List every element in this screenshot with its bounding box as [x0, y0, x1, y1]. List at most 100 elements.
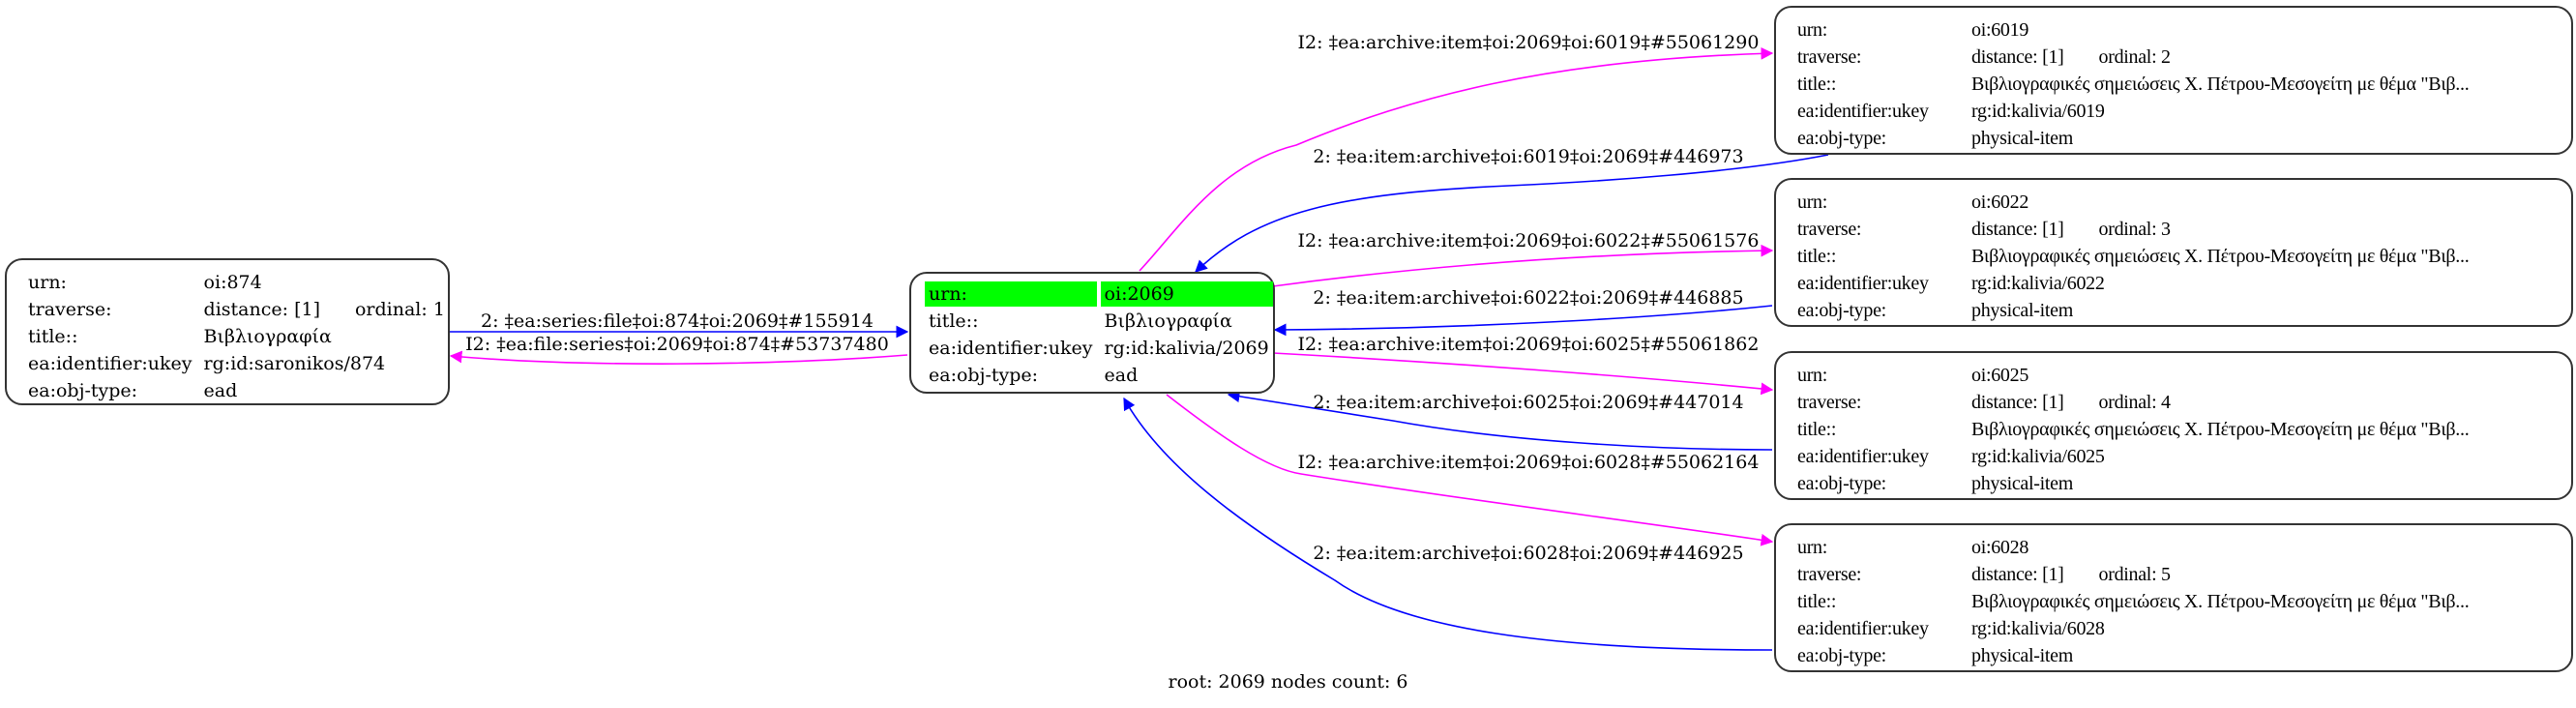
attr-value: Βιβλιογραφικές σημειώσεις Χ. Πέτρου-Μεσο…: [1971, 74, 2470, 95]
attr-key: urn:: [28, 272, 67, 293]
attr-key: title::: [1797, 419, 1837, 440]
attr-ukey: ea:identifier:ukey rg:id:kalivia/6025: [1793, 444, 2472, 469]
attr-key: traverse:: [1797, 564, 1862, 585]
attr-traverse: traverse: distance: [1] ordinal: 3: [1793, 217, 2472, 242]
edge-label: 2: ‡ea:series:file‡oi:874‡oi:2069‡#15591…: [481, 310, 873, 332]
edge-6025-to-root[interactable]: [1227, 390, 1773, 451]
attr-value: rg:id:kalivia/6022: [1971, 273, 2105, 294]
attr-key: title::: [28, 326, 78, 347]
edge-label: I2: ‡ea:archive:item‡oi:2069‡oi:6025‡#55…: [1298, 334, 1760, 355]
attr-obj-type: ea:obj-type:physical-item: [1793, 643, 2472, 668]
attr-key: ea:identifier:ukey: [929, 338, 1093, 359]
attr-key: traverse:: [1797, 219, 1862, 240]
attr-value: distance: [1]ordinal: 1: [200, 297, 449, 322]
attr-key: traverse:: [28, 299, 112, 320]
ordinal: ordinal: 3: [2098, 219, 2172, 240]
distance: distance: [1]: [203, 299, 320, 320]
edge-6019-to-root[interactable]: [1195, 154, 1829, 273]
attr-urn: urn:oi:6025: [1793, 363, 2472, 388]
attr-key: urn:: [1797, 365, 1828, 386]
attr-urn: urn:oi:6028: [1793, 535, 2472, 560]
attr-value: distance: [1] ordinal: 3: [1968, 217, 2472, 242]
attr-ukey: ea:identifier:ukey rg:id:kalivia/6028: [1793, 616, 2472, 641]
edge-label: I2: ‡ea:archive:item‡oi:2069‡oi:6028‡#55…: [1298, 452, 1760, 473]
node-attributes: urn: oi:6019 traverse:distance: [1]ordina…: [1790, 15, 2476, 153]
node-root-oi-2069[interactable]: urn:oi:2069 title::Βιβλιογραφία ea:ident…: [909, 272, 1275, 394]
attr-urn: urn: oi:6022: [1793, 190, 2472, 215]
distance: distance: [1]: [1971, 219, 2064, 240]
attr-value: ead: [1104, 365, 1139, 386]
edge-6022-to-root[interactable]: [1273, 305, 1773, 337]
attr-title: title::Βιβλιογραφία: [925, 309, 1273, 334]
attr-value: Βιβλιογραφία: [1104, 310, 1232, 332]
attr-traverse: traverse: distance: [1]ordinal: 5: [1793, 562, 2472, 587]
attr-value: distance: [1]ordinal: 4: [1968, 390, 2472, 415]
attr-value: oi:874: [203, 272, 262, 293]
attr-key: ea:identifier:ukey: [1797, 446, 1929, 467]
edge-label: I2: ‡ea:archive:item‡oi:2069‡oi:6019‡#55…: [1298, 32, 1760, 53]
node-attributes: urn:oi:6025 traverse:distance: [1]ordina…: [1790, 361, 2476, 498]
attr-key: urn:: [1797, 537, 1828, 558]
node-oi-874[interactable]: urn: oi:874 traverse: distance: [1]ordinal…: [5, 258, 450, 405]
attr-value: Βιβλιογραφικές σημειώσεις Χ. Πέτρου-Μεσο…: [1971, 246, 2470, 267]
attr-key: ea:obj-type:: [1797, 473, 1886, 494]
attr-title: title::Βιβλιογραφικές σημειώσεις Χ. Πέτρ…: [1793, 589, 2472, 614]
node-oi-6025[interactable]: urn:oi:6025 traverse:distance: [1]ordina…: [1774, 351, 2573, 500]
node-oi-6028[interactable]: urn:oi:6028 traverse: distance: [1]ordina…: [1774, 523, 2573, 672]
attr-traverse: traverse:distance: [1]ordinal: 4: [1793, 390, 2472, 415]
attr-key: urn:: [1797, 192, 1828, 213]
edge-root-to-6019[interactable]: [1139, 46, 1774, 272]
attr-value: distance: [1]ordinal: 2: [1968, 44, 2472, 70]
attr-ukey: ea:identifier:ukey rg:id:kalivia/2069: [925, 336, 1273, 361]
attr-key: ea:obj-type:: [1797, 128, 1886, 149]
attr-value: physical-item: [1971, 128, 2073, 149]
attr-value: ead: [203, 380, 238, 401]
ordinal: ordinal: 4: [2098, 392, 2172, 413]
attr-traverse: traverse:distance: [1]ordinal: 2: [1793, 44, 2472, 70]
node-attributes: urn: oi:874 traverse: distance: [1]ordinal…: [20, 268, 453, 405]
edge-root-to-6022[interactable]: [1272, 244, 1774, 287]
attr-urn: urn: oi:6019: [1793, 17, 2472, 43]
attr-key: title::: [1797, 591, 1837, 612]
edge-root-to-6025[interactable]: [1272, 352, 1774, 396]
graph-footer-caption: root: 2069 nodes count: 6: [1168, 671, 1408, 693]
edge-label: 2: ‡ea:item:archive‡oi:6019‡oi:2069‡#446…: [1313, 146, 1743, 167]
attr-key: title::: [929, 310, 979, 332]
attr-value: physical-item: [1971, 300, 2073, 321]
attr-obj-type: ea:obj-type: ead: [24, 378, 449, 403]
edge-6028-to-root[interactable]: [1123, 397, 1773, 651]
attr-value: distance: [1]ordinal: 5: [1968, 562, 2472, 587]
edge-root-to-874[interactable]: [449, 350, 908, 365]
attr-value: oi:6022: [1971, 192, 2029, 213]
distance: distance: [1]: [1971, 46, 2064, 68]
ordinal: ordinal: 5: [2098, 564, 2172, 585]
attr-title: title::Βιβλιογραφικές σημειώσεις Χ. Πέτρ…: [1793, 244, 2472, 269]
attr-value: physical-item: [1971, 645, 2073, 666]
edge-label: 2: ‡ea:item:archive‡oi:6022‡oi:2069‡#446…: [1313, 287, 1743, 309]
attr-value: oi:6019: [1971, 19, 2029, 41]
attr-urn-highlighted: urn:oi:2069: [925, 281, 1273, 307]
attr-value: rg:id:kalivia/6025: [1971, 446, 2105, 467]
attr-value: physical-item: [1971, 473, 2073, 494]
attr-key: ea:obj-type:: [28, 380, 138, 401]
attr-key: urn:: [1797, 19, 1828, 41]
attr-key: urn:: [925, 281, 1097, 307]
attr-obj-type: ea:obj-type: physical-item: [1793, 126, 2472, 151]
attr-title: title::Βιβλιογραφικές σημειώσεις Χ. Πέτρ…: [1793, 72, 2472, 97]
edge-label: 2: ‡ea:item:archive‡oi:6028‡oi:2069‡#446…: [1313, 543, 1743, 564]
attr-key: title::: [1797, 246, 1837, 267]
edge-root-to-6028[interactable]: [1166, 394, 1774, 546]
node-oi-6019[interactable]: urn: oi:6019 traverse:distance: [1]ordina…: [1774, 6, 2573, 155]
node-oi-6022[interactable]: urn: oi:6022 traverse: distance: [1] ordina…: [1774, 178, 2573, 327]
attr-value: rg:id:kalivia/2069: [1104, 338, 1269, 359]
node-attributes: urn: oi:6022 traverse: distance: [1] ordina…: [1790, 188, 2476, 325]
attr-title: title::Βιβλιογραφία: [24, 324, 449, 349]
attr-value: rg:id:kalivia/6019: [1971, 101, 2105, 122]
node-attributes: urn:oi:2069 title::Βιβλιογραφία ea:ident…: [921, 280, 1277, 390]
attr-value: rg:id:kalivia/6028: [1971, 618, 2105, 639]
attr-value: rg:id:saronikos/874: [203, 353, 386, 374]
attr-key: ea:identifier:ukey: [1797, 618, 1929, 639]
